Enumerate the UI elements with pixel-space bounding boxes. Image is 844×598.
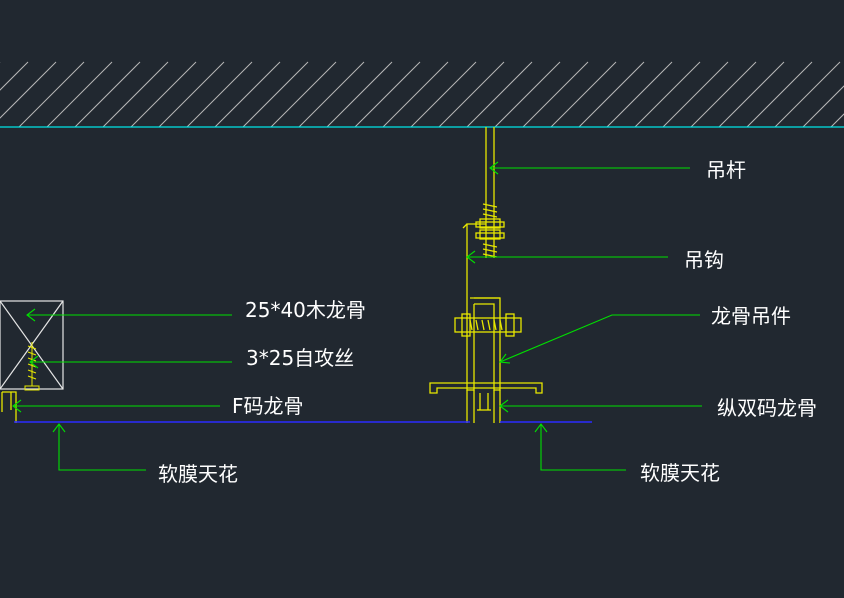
hatch-line <box>0 61 29 91</box>
hatch-line <box>242 61 309 128</box>
hatch-line <box>410 61 477 128</box>
hatch-line <box>662 61 729 128</box>
hatch-line <box>46 61 113 128</box>
hatch-line <box>606 61 673 128</box>
hatch-line <box>0 61 57 119</box>
hatch-line <box>746 61 813 128</box>
hatch-line <box>550 61 617 128</box>
hatch-line <box>326 61 393 128</box>
hatch-line <box>382 61 449 128</box>
label-double-f-keel: 纵双码龙骨 <box>717 396 817 420</box>
label-wood-keel: 25*40木龙骨 <box>245 298 366 322</box>
leader-lines <box>12 161 702 471</box>
hatch-line <box>718 61 785 128</box>
slab-hatch <box>0 61 844 128</box>
hatch-line <box>774 61 841 128</box>
hatch-line <box>494 61 561 128</box>
hatch-line <box>466 61 533 128</box>
hatch-line <box>690 61 757 128</box>
hatch-line <box>578 61 645 128</box>
hatch-line <box>158 61 225 128</box>
hatch-line <box>634 61 701 128</box>
hatch-line <box>298 61 365 128</box>
hatch-line <box>438 61 505 128</box>
hatch-line <box>102 61 169 128</box>
label-f-keel: F码龙骨 <box>232 394 304 418</box>
hatch-line <box>802 85 844 128</box>
hatch-line <box>270 61 337 128</box>
self-tapping-screw <box>24 342 40 391</box>
hatch-line <box>186 61 253 128</box>
label-screw: 3*25自攻丝 <box>246 346 354 370</box>
hanger-assembly <box>1 127 543 423</box>
hatch-line <box>354 61 421 128</box>
label-hanger-rod: 吊杆 <box>706 158 746 182</box>
hatch-line <box>214 61 281 128</box>
label-hook: 吊钩 <box>684 248 724 272</box>
hatch-line <box>130 61 197 128</box>
label-soft-film-left: 软膜天花 <box>158 462 238 486</box>
label-keel-hanger: 龙骨吊件 <box>711 304 791 328</box>
label-soft-film-right: 软膜天花 <box>640 461 720 485</box>
hatch-line <box>522 61 589 128</box>
hatch-line <box>830 113 844 128</box>
hatch-line <box>74 61 141 128</box>
hatch-line <box>18 61 85 128</box>
